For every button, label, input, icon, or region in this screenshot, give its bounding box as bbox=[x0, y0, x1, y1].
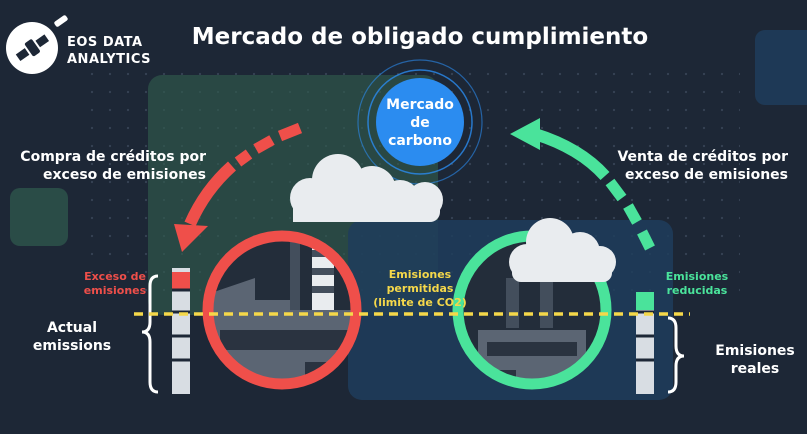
page-title: Mercado de obligado cumplimiento bbox=[191, 24, 649, 50]
carbon-market-node bbox=[357, 59, 483, 185]
brace-icon bbox=[141, 274, 159, 394]
buy-credits-label: Compra de créditos por exceso de emision… bbox=[20, 149, 206, 183]
permitted-emissions-label: Emisiones permitidas (limite de CO2) bbox=[373, 268, 467, 309]
reduced-emissions-label: Emisiones reducidas bbox=[665, 270, 729, 297]
logo-text: EOS DATA ANALYTICS bbox=[67, 35, 152, 67]
smoke-cloud-icon bbox=[509, 218, 616, 282]
excess-emissions-label: Exceso de emisiones bbox=[83, 270, 147, 297]
arrow-left-down-icon bbox=[174, 122, 303, 252]
actual-emissions-label: Actual emissions bbox=[32, 320, 112, 354]
carbon-market-label: Mercado de carbono bbox=[386, 97, 454, 149]
brace-icon bbox=[667, 316, 685, 394]
arrow-up-left-icon bbox=[510, 118, 655, 251]
satellite-logo-icon bbox=[6, 15, 68, 74]
real-emissions-bar bbox=[636, 292, 654, 394]
bg-corner-square bbox=[755, 30, 807, 105]
bg-small-square bbox=[10, 188, 68, 246]
sell-credits-label: Venta de créditos por exceso de emisione… bbox=[617, 149, 788, 183]
smoke-cloud-icon bbox=[290, 154, 443, 222]
left-factory-icon bbox=[202, 230, 362, 390]
real-emissions-label: Emisiones reales bbox=[715, 343, 795, 377]
actual-emissions-bar bbox=[172, 268, 190, 394]
